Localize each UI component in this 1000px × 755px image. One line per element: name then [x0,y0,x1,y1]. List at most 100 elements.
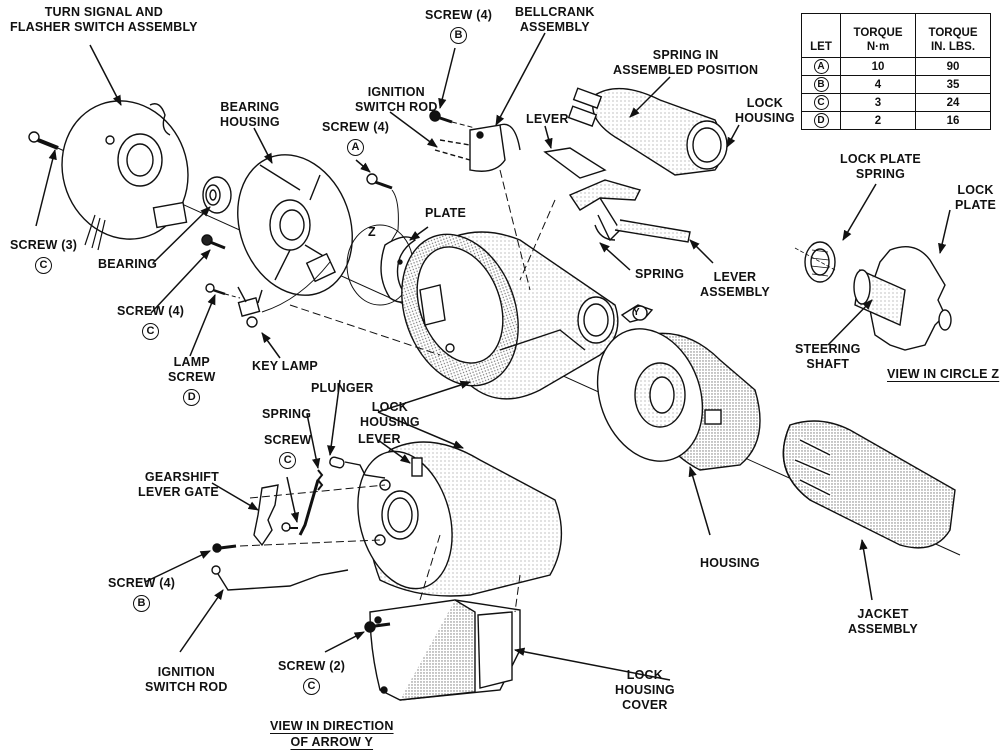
label-bearing: BEARING [98,257,158,271]
letter-code-badge: A [813,59,829,74]
leader-key-lamp [261,332,281,359]
leader-lever-top [544,125,553,150]
letter-code-badge: C [303,678,321,695]
table-row: C 3 24 [801,93,991,112]
leader-lever-low [377,439,411,464]
jacket-assembly-part [782,420,956,549]
plunger-part [329,456,386,479]
leader-lever-assembly [689,239,714,264]
leader-screw4-a [355,159,371,173]
leader-screw4-c [150,249,211,314]
torque-nm-cell: 10 [840,57,916,76]
alignment-line [514,574,521,613]
label-screw-4-c: SCREW (4)C [117,304,184,340]
letter-code-badge: D [813,113,829,128]
letter-code-badge: C [35,257,53,274]
label-lever-top: LEVER [526,112,569,126]
spring-low-part [298,469,324,536]
leader-jacket [859,538,873,601]
leader-ignition-rod-top [389,111,438,148]
gearshift-lever-gate-part [253,484,279,547]
torque-inlbs-cell: 90 [915,57,991,76]
leader-screw-low [286,476,300,524]
label-key-lamp: KEY LAMP [252,359,318,373]
lock-plate-spring-part [794,241,836,283]
lock-housing-cover-part [369,599,521,701]
leader-spring-assembled [629,76,671,118]
label-circle-z-marker: Z [368,225,376,239]
torque-nm-cell: 3 [840,93,916,112]
screw-2-part [364,621,391,633]
leader-lock-plate [938,209,951,255]
table-row: D 2 16 [801,111,991,130]
label-screw-3: SCREW (3)C [10,238,77,274]
torque-nm-cell: 4 [840,75,916,94]
label-screw-4-b-low: SCREW (4)B [108,576,175,612]
letter-code-badge: B [450,27,468,44]
torque-inlbs-cell: 16 [915,111,991,130]
leader-lock-housing-b [377,380,471,413]
lamp-screw-part [205,283,241,299]
leader-plate [409,226,429,241]
leader-lock-plate-spring [842,183,877,241]
torque-inlbs-cell: 35 [915,75,991,94]
lever-top-part [543,147,691,243]
key-lamp-part [237,261,331,328]
leader-ignition-rod-low [179,589,224,653]
label-housing: HOUSING [700,556,760,570]
leader-housing [688,465,711,536]
table-row: B 4 35 [801,75,991,94]
letter-code-badge: B [813,77,829,92]
leader-lock-housing-top [726,124,740,148]
arrow-y-indicator [620,304,654,323]
letter-code-badge: C [813,95,829,110]
leader-screw4-b-top [438,47,456,110]
label-screw-4-b-top: SCREW (4)B [425,8,492,44]
leader-turn-signal [89,44,122,106]
ignition-rod-low-part [211,565,349,591]
col-header-let: LET [801,13,841,58]
leader-lamp-screw [189,294,216,357]
alignment-line [519,199,556,281]
leader-screw3 [35,148,57,227]
label-screw-2: SCREW (2)C [278,659,345,695]
label-plate: PLATE [425,206,467,220]
lock-housing-top-part [567,87,728,176]
lock-housing-main-part [401,231,619,400]
torque-nm-cell: 2 [840,111,916,130]
leader-bellcrank [495,32,546,126]
leader-bearing-housing [253,127,273,164]
label-spring-low: SPRING [262,407,312,421]
letter-code-badge: C [279,452,297,469]
screw-4-c-part [201,234,226,250]
leader-gearshift [211,482,259,511]
label-plunger: PLUNGER [311,381,374,395]
lock-housing-lower-part [357,441,563,597]
steering-shaft-part [853,268,952,331]
alignment-line [499,169,531,291]
screw-4-b-low-part [212,543,237,553]
leader-screw4-b-low [144,550,211,583]
